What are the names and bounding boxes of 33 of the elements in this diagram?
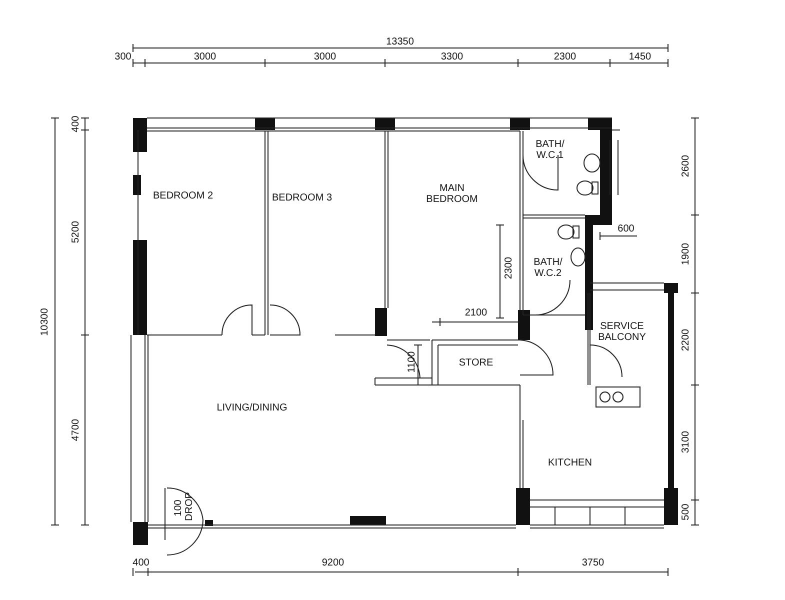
- dimension-label: 10300: [40, 308, 50, 336]
- dimension-label: 2300: [554, 52, 576, 62]
- dimension-label: 4700: [70, 418, 82, 442]
- dimension-label: 2600: [680, 154, 692, 178]
- dimension-label: 2300: [504, 256, 514, 280]
- dimension-label: 300: [114, 52, 132, 62]
- dimension-label: 1900: [680, 242, 692, 266]
- room-label: BEDROOM 2: [153, 190, 213, 202]
- room-label: SERVICE BALCONY: [598, 321, 646, 343]
- dimension-label: 1450: [628, 52, 652, 62]
- dimension-label: 2100: [464, 308, 488, 318]
- dimension-label: 400: [132, 558, 150, 568]
- room-label: MAIN BEDROOM: [426, 183, 478, 205]
- dimension-label: 600: [618, 224, 634, 234]
- dimension-label: 1100: [406, 351, 418, 373]
- dimension-label: 2200: [680, 328, 692, 352]
- dimension-label: 400: [70, 116, 82, 132]
- dimension-label: 3000: [314, 52, 336, 62]
- room-label: KITCHEN: [548, 458, 592, 468]
- dimension-label: 13350: [386, 36, 414, 48]
- room-label: STORE: [458, 358, 494, 368]
- dimension-label: 3750: [582, 558, 604, 568]
- dimension-label: 3100: [680, 430, 692, 454]
- room-label: BEDROOM 3: [272, 192, 332, 204]
- room-label: BATH/ W.C.1: [534, 139, 566, 161]
- dimension-label: 5200: [70, 220, 82, 244]
- dimension-label: 9200: [322, 558, 344, 568]
- dimension-label: 3300: [440, 52, 464, 62]
- dimension-label: 3000: [194, 52, 216, 62]
- room-label: BATH/ W.C.2: [532, 257, 564, 279]
- room-label: LIVING/DINING: [216, 402, 288, 414]
- dimension-label: 100 DROP: [173, 495, 195, 521]
- dimension-label: 500: [680, 504, 692, 520]
